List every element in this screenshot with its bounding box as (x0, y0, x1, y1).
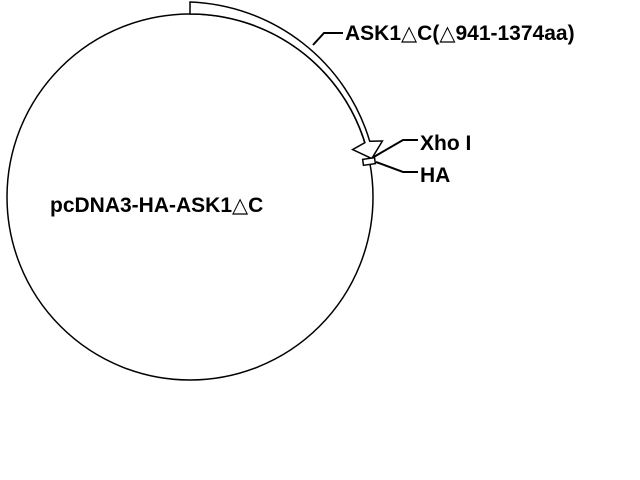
plasmid-name-label: pcDNA3-HA-ASK1△C (50, 194, 263, 217)
ha-tag-label: HA (420, 164, 450, 187)
xho-site-leader (371, 139, 418, 159)
ha-tag-marker (361, 156, 377, 167)
xho-site-label: Xho I (420, 132, 471, 155)
insert-label-leader (312, 32, 343, 46)
ha-tag-leader (375, 161, 418, 173)
insert-label: ASK1△C(△941-1374aa) (345, 22, 575, 45)
